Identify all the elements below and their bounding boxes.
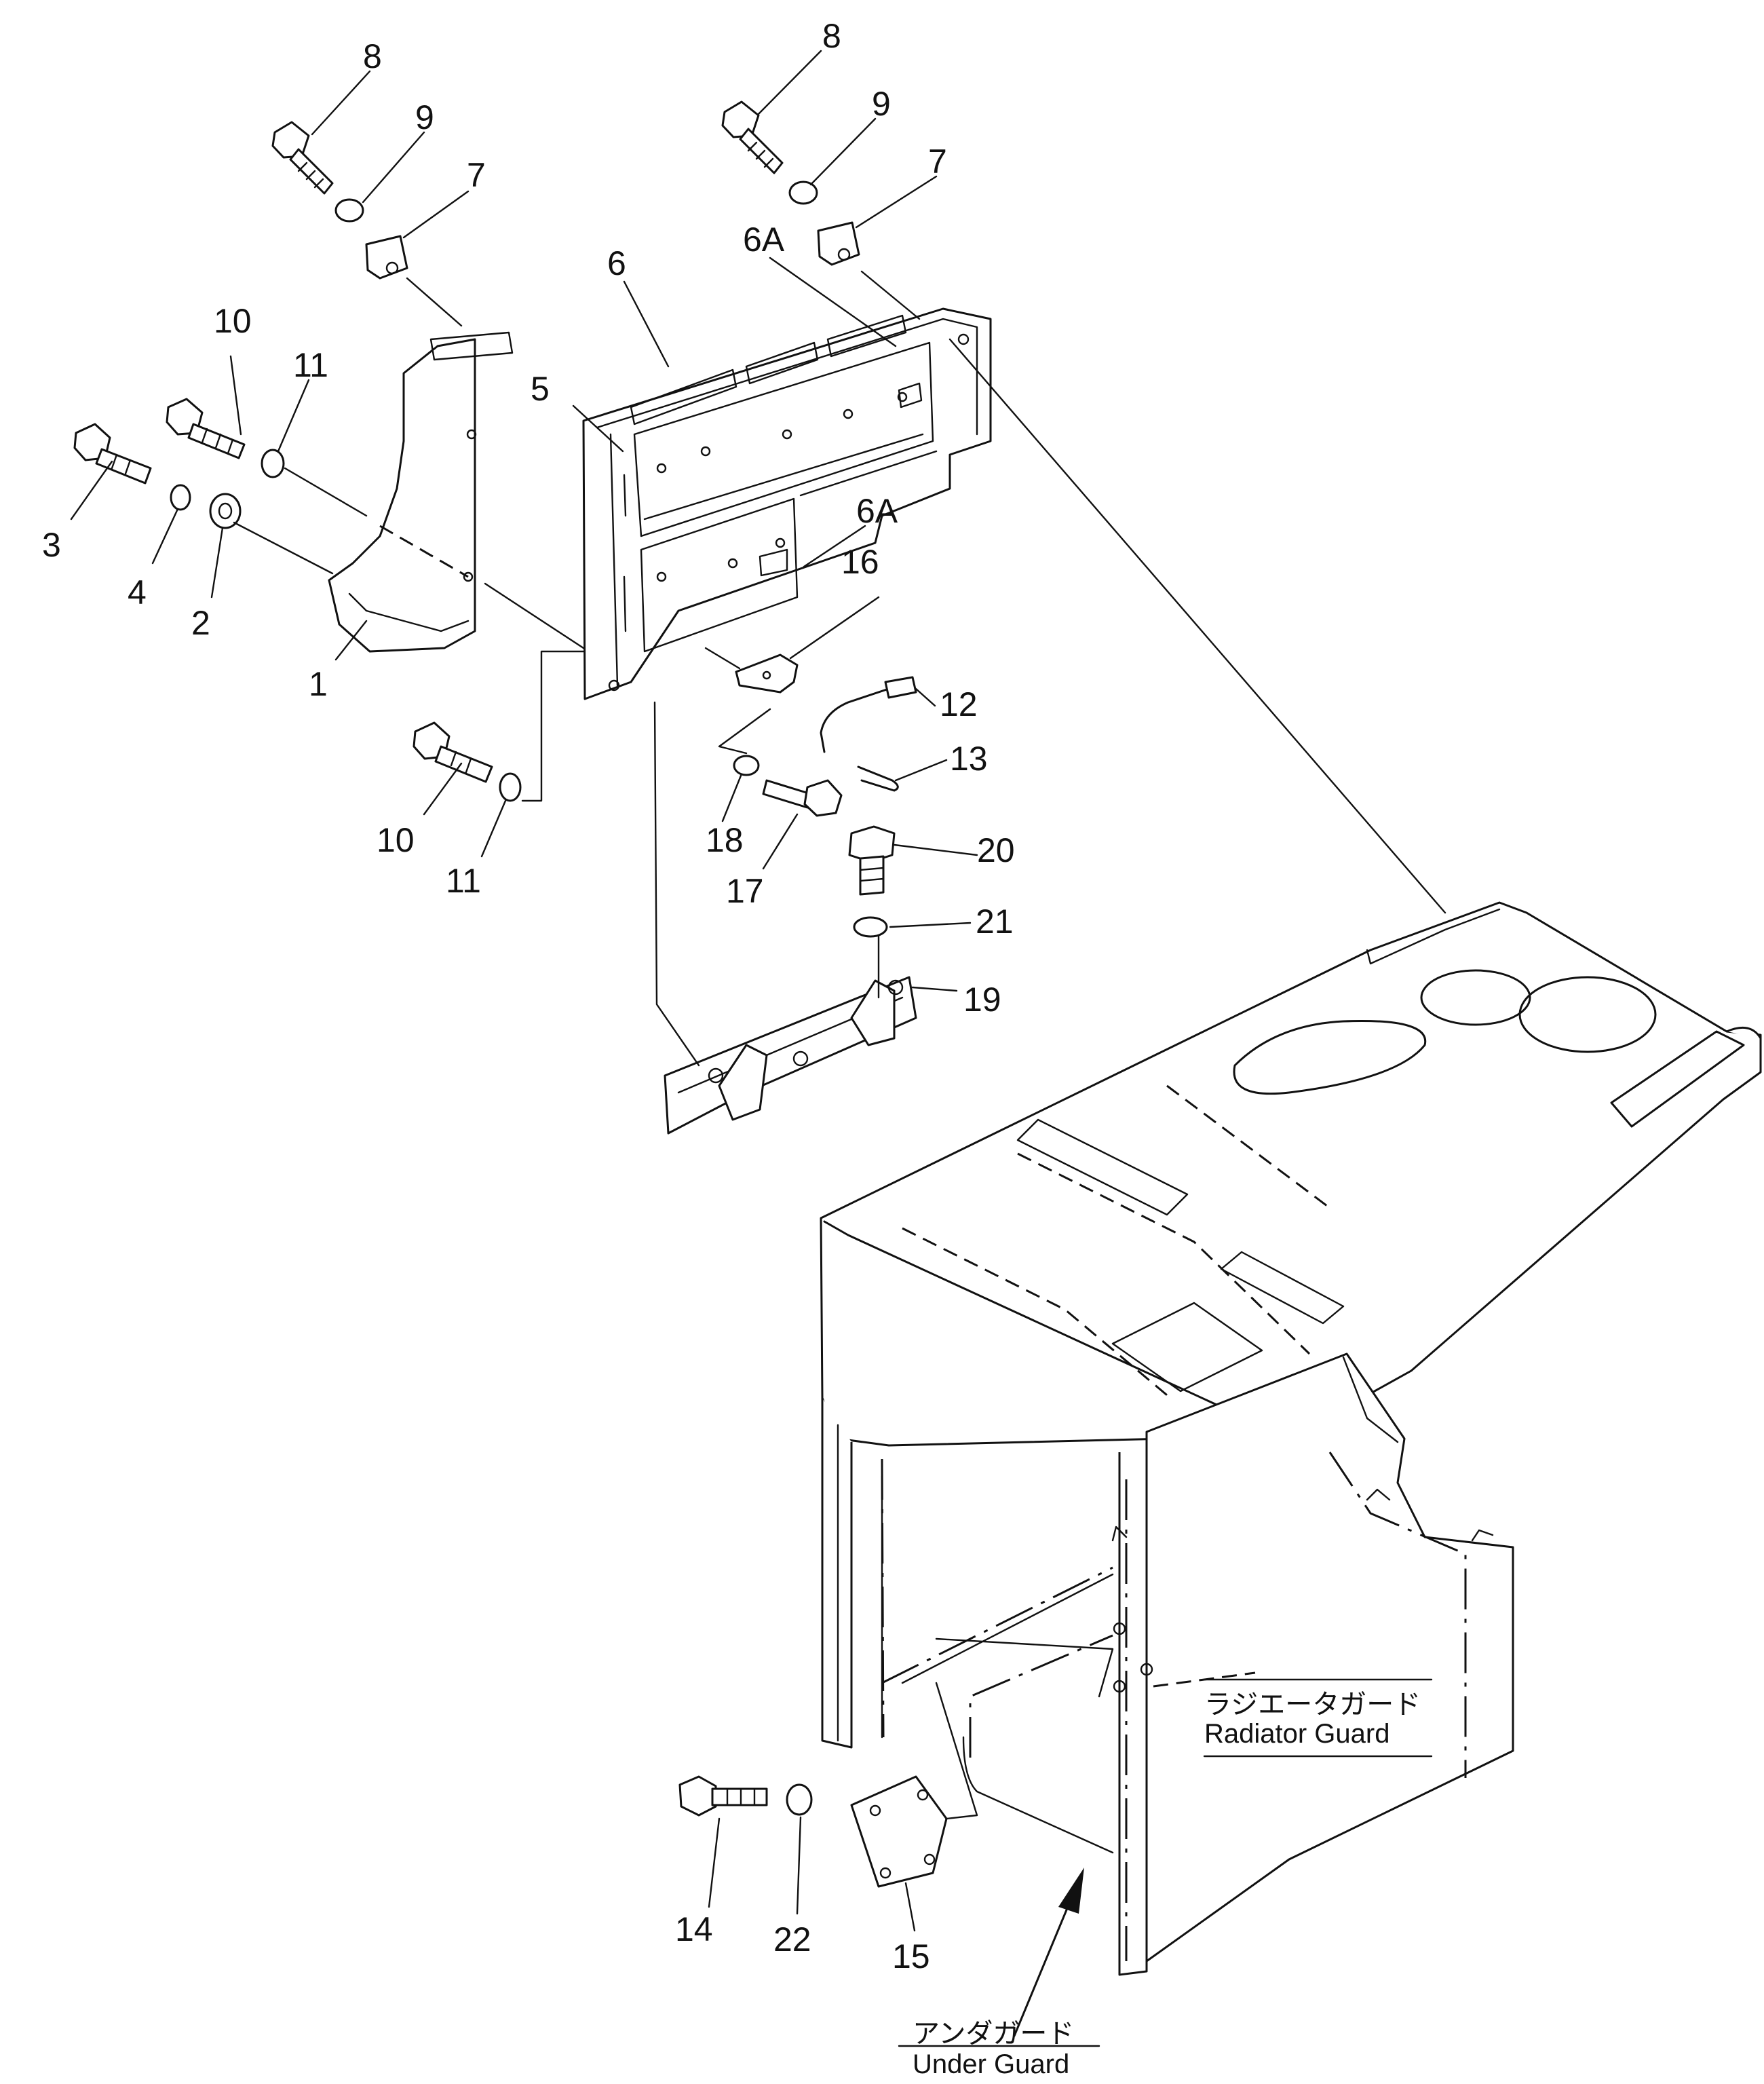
callout-15: 17 — [726, 872, 764, 910]
bolt-8-right — [721, 100, 784, 174]
bracket-17 — [664, 976, 917, 1135]
bolt-10-lower — [413, 721, 493, 783]
under-guard-arrow — [1013, 1868, 1084, 2037]
callout-17: 19 — [963, 981, 1001, 1019]
callout-2: 2 — [191, 604, 210, 642]
callout-1: 1 — [309, 665, 328, 703]
callout-19: 21 — [976, 903, 1014, 941]
callout-5: 6 — [607, 244, 626, 282]
washer-22 — [786, 1783, 813, 1816]
cap-7-left — [365, 235, 408, 280]
callout-11-upper: 11 — [293, 346, 328, 384]
part-number-callouts: 8 9 7 8 9 7 6A 6 10 11 5 6A 3 16 4 2 1 1… — [42, 17, 1015, 1975]
callout-10-upper: 10 — [214, 302, 252, 340]
under-guard-jp: アンダガード — [913, 2019, 1074, 2049]
callout-8-left: 8 — [363, 37, 382, 75]
washer-19 — [853, 916, 888, 938]
bolt-3 — [73, 423, 152, 485]
callout-13: 13 — [950, 740, 988, 778]
bolt-21 — [678, 1775, 768, 1817]
callout-4: 4 — [128, 573, 147, 611]
callout-6: 5 — [531, 370, 550, 408]
radiator-guard-jp: ラジエータガード — [1204, 1690, 1421, 1720]
callout-3: 3 — [42, 526, 61, 564]
radiator-guard-label: ラジエータガード Radiator Guard — [1203, 1678, 1433, 1758]
bracket-1 — [328, 331, 514, 653]
callout-12: 12 — [940, 685, 978, 723]
bolt-15 — [762, 779, 843, 817]
callout-9-left: 9 — [415, 98, 434, 136]
bolt-8-left — [271, 121, 334, 195]
plate-20 — [850, 1775, 948, 1888]
under-guard-en: Under Guard — [913, 2049, 1069, 2079]
radiator-guard-en: Radiator Guard — [1204, 1719, 1389, 1749]
washer-4 — [170, 484, 191, 511]
washer-9-left — [334, 198, 364, 223]
pin-12 — [820, 676, 917, 753]
panel-5 — [582, 307, 992, 700]
washer-9-right — [788, 181, 818, 205]
callout-10-lower: 10 — [377, 821, 415, 859]
bolt-18 — [848, 825, 896, 896]
callout-leaders — [70, 50, 978, 1932]
under-guard-label: アンダガード Under Guard — [898, 2019, 1100, 2079]
callout-16: 18 — [706, 821, 744, 859]
callout-7-right: 7 — [928, 143, 947, 181]
washer-11-upper — [261, 449, 285, 478]
nut-2 — [209, 493, 242, 529]
callout-21: 14 — [675, 1910, 713, 1948]
washer-11-lower — [499, 772, 522, 802]
callout-20: 15 — [892, 1937, 930, 1975]
cap-7-right — [817, 221, 860, 266]
bolt-10-upper — [166, 398, 246, 459]
clip-13 — [857, 765, 899, 792]
callout-8-right: 8 — [822, 17, 841, 55]
callout-7-left: 7 — [467, 156, 486, 194]
machine-frame — [820, 901, 1762, 1976]
callout-9-right: 9 — [872, 85, 891, 123]
washer-16 — [733, 755, 760, 776]
callout-6A-lower: 6A — [856, 492, 898, 530]
callout-18: 20 — [977, 831, 1015, 869]
bracket-14 — [735, 653, 799, 694]
callout-6A-upper: 6A — [743, 221, 785, 259]
callout-11-lower: 11 — [446, 862, 481, 900]
callout-14: 16 — [841, 543, 879, 581]
callout-22: 22 — [773, 1920, 811, 1958]
